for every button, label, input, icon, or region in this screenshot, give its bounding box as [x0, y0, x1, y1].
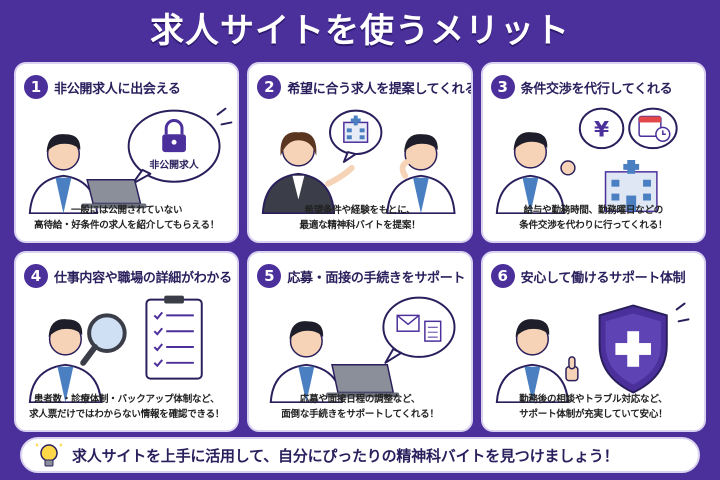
benefits-grid: 1 非公開求人に出会える 非公開求人: [14, 62, 706, 432]
card-header: 6 安心して働けるサポート体制: [490, 261, 696, 291]
application-illustration: [270, 296, 456, 403]
sparkle-lines: [216, 107, 233, 126]
card-title: 仕事内容や職場の詳細がわかる: [54, 270, 232, 286]
card-title: 応募・面接の手続きをサポート: [287, 270, 466, 286]
card-title: 安心して働けるサポート体制: [520, 270, 686, 286]
benefit-card-4: 4 仕事内容や職場の詳細がわかる: [14, 251, 240, 432]
yen-bubble: ¥: [578, 107, 624, 150]
clock-icon: [654, 126, 671, 142]
banner-text: 求人サイトを上手に活用して、自分にぴったりの精神科バイトを見つけましょう！: [72, 446, 619, 465]
mail-document-bubble: [382, 296, 456, 364]
card-description: 希望条件や経験をもとに、 最適な精神科バイトを提案！: [253, 203, 466, 235]
desc-line: 最適な精神科バイトを提案！: [299, 220, 421, 231]
benefit-card-1: 1 非公開求人に出会える 非公開求人: [14, 62, 240, 243]
benefit-card-5: 5 応募・面接の手続きをサポート: [247, 251, 473, 432]
hospital-bubble: [329, 109, 383, 163]
page-title: 求人サイトを使うメリット: [150, 11, 570, 51]
card-header: 1 非公開求人に出会える: [24, 72, 229, 102]
benefit-card-3: 3 条件交渉を代行してくれる ¥: [480, 62, 706, 243]
doctor-figure: [28, 319, 103, 403]
hospital-building-icon: [604, 159, 658, 213]
doctor-figure: [270, 321, 344, 403]
benefit-card-6: 6 安心して働けるサポート体制: [480, 251, 706, 432]
desc-line: 条件交渉を代わりに行ってくれる！: [519, 220, 668, 231]
consultant-figure: [262, 132, 356, 214]
card-description: 給与や勤務時間、勤務曜日などの 条件交渉を代わりに行ってくれる！: [487, 203, 700, 235]
card-description: 一般には公開されていない 高待給・好条件の求人を紹介してもらえる！: [20, 203, 233, 235]
desc-line: サポート体制が充実していて安心！: [519, 409, 668, 420]
doctor-figure: [495, 319, 579, 403]
number-badge: 3: [490, 75, 515, 99]
desc-line: 面倒な手続きをサポートしてくれる！: [281, 409, 439, 420]
card-header: 3 条件交渉を代行してくれる: [490, 72, 696, 102]
bubble-label: 非公開求人: [149, 158, 199, 171]
card-header: 5 応募・面接の手続きをサポート: [257, 261, 466, 291]
bottom-banner: 求人サイトを上手に活用して、自分にぴったりの精神科バイトを見つけましょう！: [20, 437, 700, 473]
document-icon: [424, 320, 442, 342]
number-badge: 6: [490, 264, 515, 288]
card-title: 非公開求人に出会える: [54, 81, 181, 97]
number-badge: 4: [24, 264, 48, 288]
card-header: 4 仕事内容や職場の詳細がわかる: [24, 261, 232, 291]
card-description: 患者数・診療体制・バックアップ体制など、 求人票だけではわからない情報を確認でき…: [20, 392, 233, 424]
desc-line: 患者数・診療体制・バックアップ体制など、: [33, 394, 220, 405]
hospital-icon: [343, 115, 369, 143]
yen-icon: ¥: [594, 117, 609, 142]
shield-icon: [598, 304, 668, 394]
consultant-doctor-illustration: [262, 109, 456, 214]
doctor-figure: [28, 134, 99, 214]
doctor-figure: [495, 132, 576, 214]
desc-line: 応募や面接日程の調整など、: [299, 394, 421, 405]
calendar-clock-bubble: [627, 107, 678, 150]
desc-line: 勤務後の相談やトラブル対応など、: [519, 394, 668, 405]
number-badge: 5: [257, 264, 282, 288]
card-title: 条件交渉を代行してくれる: [520, 81, 673, 97]
desc-line: 求人票だけではわからない情報を確認できる！: [29, 409, 225, 420]
benefit-card-2: 2 希望に合う求人を提案してくれる: [247, 62, 473, 243]
checklist-icon: [145, 295, 203, 380]
doctor-figure: [386, 134, 456, 214]
card-title: 希望に合う求人を提案してくれる: [287, 81, 473, 97]
number-badge: 2: [257, 75, 282, 99]
laptop-icon: [81, 179, 147, 209]
negotiation-illustration: ¥: [495, 107, 678, 214]
mail-icon: [396, 314, 421, 332]
lock-icon: [162, 119, 186, 153]
card-description: 勤務後の相談やトラブル対応など、 サポート体制が充実していて安心！: [487, 392, 700, 424]
sparkle-lines: [675, 302, 690, 323]
card-description: 応募や面接日程の調整など、 面倒な手続きをサポートしてくれる！: [253, 392, 466, 424]
laptop-icon: [326, 364, 400, 398]
support-illustration: [495, 302, 690, 403]
doctor-laptop-illustration: 非公開求人: [28, 107, 233, 214]
thumbs-up-icon: [564, 356, 579, 382]
desc-line: 一般には公開されていない: [71, 205, 183, 216]
magnifier-icon: [80, 313, 127, 366]
lock-bubble: 非公開求人: [127, 109, 221, 185]
card-header: 2 希望に合う求人を提案してくれる: [257, 72, 471, 102]
desc-line: 給与や勤務時間、勤務曜日などの: [523, 205, 664, 216]
desc-line: 高待給・好条件の求人を紹介してもらえる！: [34, 220, 220, 231]
lightbulb-icon: [36, 443, 62, 467]
calendar-icon: [638, 115, 662, 138]
research-illustration: [28, 295, 203, 403]
desc-line: 希望条件や経験をもとに、: [304, 205, 416, 216]
number-badge: 1: [24, 75, 48, 99]
